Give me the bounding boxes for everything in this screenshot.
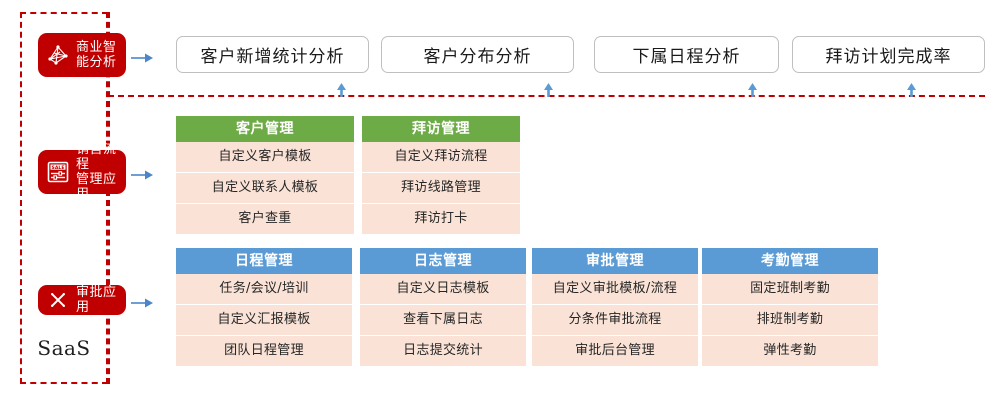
table-header: 日志管理 xyxy=(360,248,526,274)
approval-x-icon xyxy=(45,287,71,313)
table-schedule-management: 日程管理 任务/会议/培训 自定义汇报模板 团队日程管理 xyxy=(176,248,352,366)
network-graph-icon xyxy=(45,42,71,68)
uparrow-to-button-4 xyxy=(906,82,917,97)
table-header: 考勤管理 xyxy=(702,248,878,274)
table-header: 拜访管理 xyxy=(362,116,520,142)
saas-dashed-frame xyxy=(20,12,108,384)
table-row[interactable]: 自定义日志模板 xyxy=(360,274,526,305)
badge-label: 商业智 能分析 xyxy=(76,40,117,70)
saas-label: SaaS xyxy=(37,336,91,360)
table-row[interactable]: 自定义汇报模板 xyxy=(176,305,352,336)
table-row[interactable]: 弹性考勤 xyxy=(702,336,878,366)
saas-horizontal-divider xyxy=(108,95,985,97)
badge-sales-process-app[interactable]: SALE 销售流程 管理应用 xyxy=(38,142,126,202)
uparrow-to-button-1 xyxy=(336,82,347,97)
table-row[interactable]: 日志提交统计 xyxy=(360,336,526,366)
uparrow-to-button-2 xyxy=(543,82,554,97)
table-row[interactable]: 查看下属日志 xyxy=(360,305,526,336)
table-visit-management: 拜访管理 自定义拜访流程 拜访线路管理 拜访打卡 xyxy=(362,116,520,234)
table-header: 客户管理 xyxy=(176,116,354,142)
table-row[interactable]: 拜访打卡 xyxy=(362,204,520,234)
table-row[interactable]: 分条件审批流程 xyxy=(532,305,698,336)
table-row[interactable]: 自定义联系人模板 xyxy=(176,173,354,204)
arrow-sales-to-tables xyxy=(131,166,153,180)
table-approval-management: 审批管理 自定义审批模板/流程 分条件审批流程 审批后台管理 xyxy=(532,248,698,366)
badge-label: 销售流程 管理应用 xyxy=(76,142,117,202)
button-label: 下属日程分析 xyxy=(632,47,741,67)
table-row[interactable]: 拜访线路管理 xyxy=(362,173,520,204)
button-label: 客户新增统计分析 xyxy=(200,47,345,67)
table-row[interactable]: 自定义客户模板 xyxy=(176,142,354,173)
button-visit-plan-completion-rate[interactable]: 拜访计划完成率 xyxy=(792,36,985,73)
button-customer-growth-analysis[interactable]: 客户新增统计分析 xyxy=(176,36,369,73)
badge-approval-app[interactable]: 审批应用 xyxy=(38,285,126,315)
table-header: 审批管理 xyxy=(532,248,698,274)
table-row[interactable]: 自定义审批模板/流程 xyxy=(532,274,698,305)
button-label: 拜访计划完成率 xyxy=(825,47,952,67)
table-row[interactable]: 团队日程管理 xyxy=(176,336,352,366)
table-header: 日程管理 xyxy=(176,248,352,274)
button-customer-distribution-analysis[interactable]: 客户分布分析 xyxy=(381,36,574,73)
badge-label: 审批应用 xyxy=(76,285,117,315)
arrow-approval-to-tables xyxy=(131,294,153,308)
table-row[interactable]: 客户查重 xyxy=(176,204,354,234)
badge-business-intelligence[interactable]: 商业智 能分析 xyxy=(38,33,126,77)
button-subordinate-schedule-analysis[interactable]: 下属日程分析 xyxy=(594,36,779,73)
svg-text:SALE: SALE xyxy=(52,165,65,171)
arrow-bi-to-buttons xyxy=(131,49,153,63)
table-customer-management: 客户管理 自定义客户模板 自定义联系人模板 客户查重 xyxy=(176,116,354,234)
table-attendance-management: 考勤管理 固定班制考勤 排班制考勤 弹性考勤 xyxy=(702,248,878,366)
button-label: 客户分布分析 xyxy=(423,47,532,67)
table-row[interactable]: 排班制考勤 xyxy=(702,305,878,336)
table-row[interactable]: 任务/会议/培训 xyxy=(176,274,352,305)
uparrow-to-button-3 xyxy=(747,82,758,97)
table-row[interactable]: 自定义拜访流程 xyxy=(362,142,520,173)
table-row[interactable]: 审批后台管理 xyxy=(532,336,698,366)
table-log-management: 日志管理 自定义日志模板 查看下属日志 日志提交统计 xyxy=(360,248,526,366)
sale-sliders-icon: SALE xyxy=(45,159,71,185)
table-row[interactable]: 固定班制考勤 xyxy=(702,274,878,305)
saas-vertical-divider xyxy=(108,12,110,384)
